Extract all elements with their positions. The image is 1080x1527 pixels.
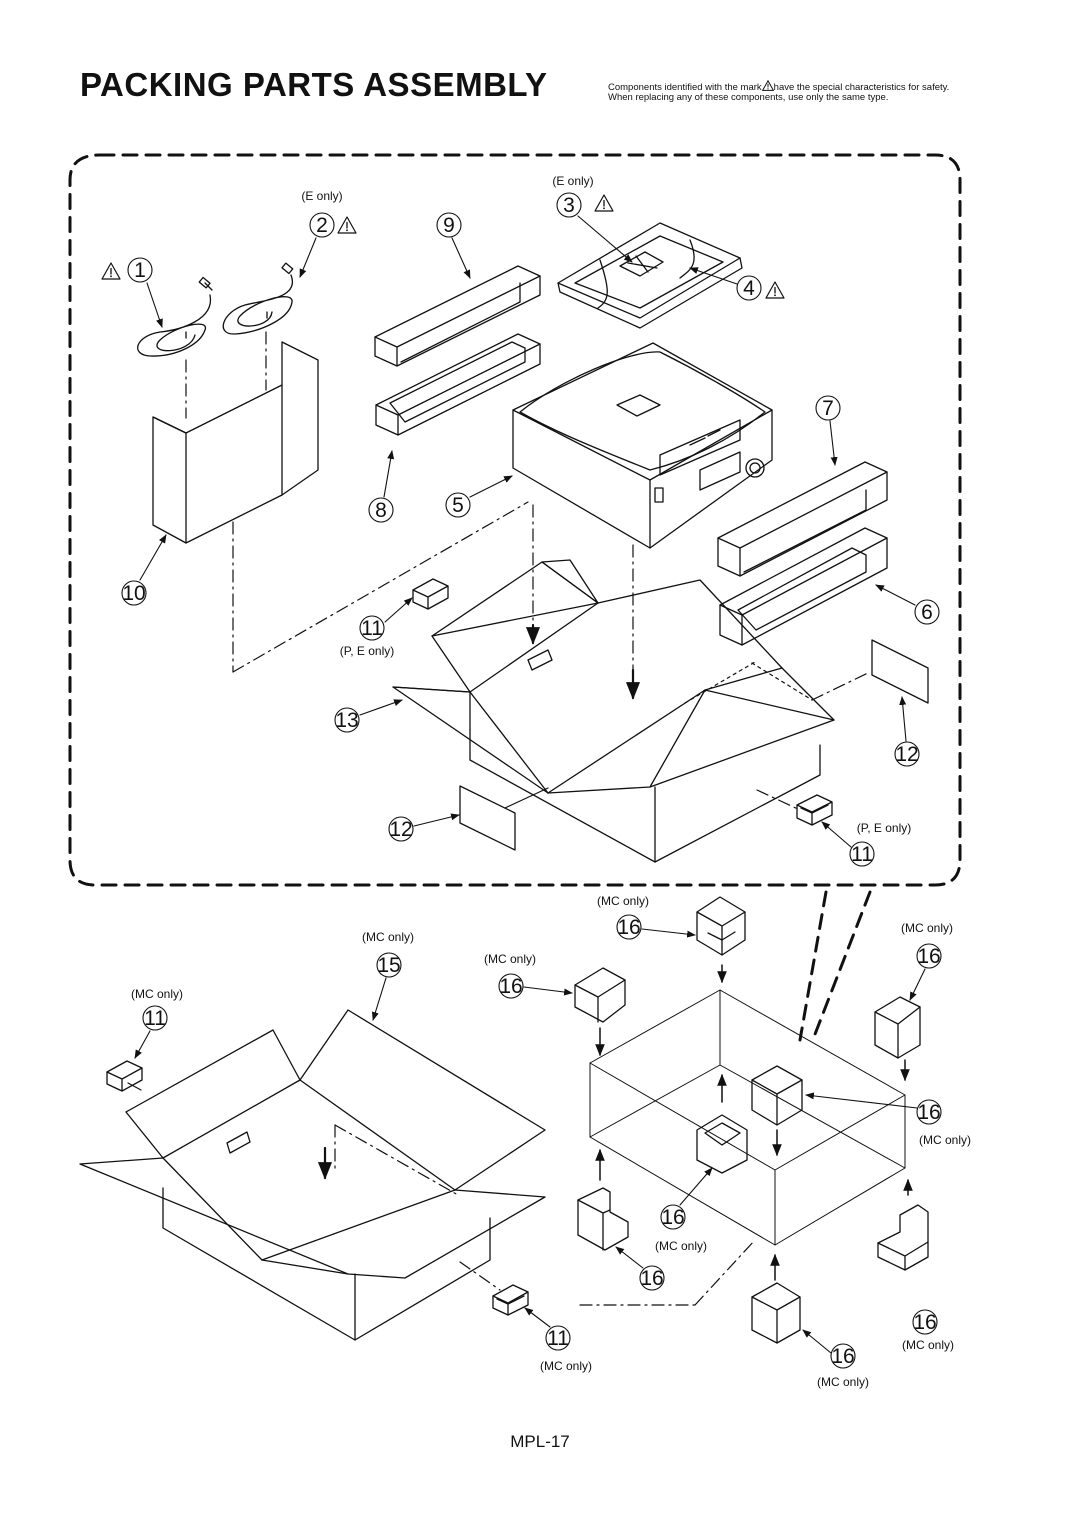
label-mc-only: (MC only) xyxy=(484,952,536,966)
label-pe-only: (P, E only) xyxy=(857,821,911,835)
cushion-block xyxy=(492,1284,529,1316)
callout-15: 15 xyxy=(377,954,400,977)
callout-4: 4 xyxy=(743,277,755,300)
corner-pad-16-center-a xyxy=(751,1065,803,1126)
main-unit xyxy=(512,342,773,549)
label-mc-only: (MC only) xyxy=(540,1359,592,1373)
callout-13: 13 xyxy=(335,709,358,732)
foam-pad-8 xyxy=(375,333,541,436)
callout-12: 12 xyxy=(895,743,918,766)
cushion-block xyxy=(106,1060,143,1092)
callout-16: 16 xyxy=(831,1345,854,1368)
label-mc-only: (MC only) xyxy=(655,1239,707,1253)
power-cord-1 xyxy=(137,276,213,357)
callout-3: 3 xyxy=(563,194,575,217)
foam-pad-6 xyxy=(719,527,888,646)
foam-pad-7 xyxy=(717,461,888,577)
callout-16: 16 xyxy=(640,1267,663,1290)
callout-16: 16 xyxy=(917,945,940,968)
label-mc-only: (MC only) xyxy=(902,1338,954,1352)
lower-carton xyxy=(79,1009,546,1341)
callout-9: 9 xyxy=(443,214,455,237)
callout-11: 11 xyxy=(361,617,383,640)
carton-label xyxy=(871,639,929,704)
cushion-block xyxy=(412,578,449,610)
callout-5: 5 xyxy=(452,494,464,517)
callout-16: 16 xyxy=(617,916,640,939)
corner-pad-16-top xyxy=(696,896,746,956)
corner-pad-16-bottom-left xyxy=(577,1187,629,1251)
warning-triangle-icon xyxy=(761,80,774,91)
callout-10: 10 xyxy=(122,582,145,605)
foam-pad-9 xyxy=(374,265,541,367)
label-mc-only: (MC only) xyxy=(597,894,649,908)
callout-11: 11 xyxy=(851,843,873,866)
label-mc-only: (MC only) xyxy=(901,921,953,935)
callout-16: 16 xyxy=(913,1311,936,1334)
safety-note-line-1: Components identified with the mark have … xyxy=(608,80,949,93)
safety-note-text-a: Components identified with the mark xyxy=(608,82,762,93)
callout-2: 2 xyxy=(316,214,328,237)
dashed-link-line xyxy=(798,890,828,1042)
label-mc-only: (MC only) xyxy=(919,1133,971,1147)
corner-pad-16-center-b xyxy=(696,1114,748,1174)
callout-16: 16 xyxy=(499,975,522,998)
label-e-only: (E only) xyxy=(552,174,593,188)
dashed-link-line xyxy=(810,890,872,1044)
safety-note-text-b: have the special characteristics for saf… xyxy=(773,82,950,93)
cushion-block xyxy=(796,794,833,826)
callout-7: 7 xyxy=(822,397,834,420)
callout-11: 11 xyxy=(144,1007,166,1030)
label-mc-only: (MC only) xyxy=(131,987,183,1001)
label-e-only: (E only) xyxy=(301,189,342,203)
instruction-bag xyxy=(557,222,743,329)
safety-note-line-2: When replacing any of these components, … xyxy=(608,92,889,103)
page-code: MPL-17 xyxy=(510,1432,570,1451)
carton-label xyxy=(459,785,516,851)
corner-pad-16-left xyxy=(574,967,626,1023)
callout-11: 11 xyxy=(547,1327,569,1350)
label-mc-only: (MC only) xyxy=(362,930,414,944)
cardboard-sleeve xyxy=(152,341,319,544)
corner-pad-16-bottom xyxy=(751,1282,801,1344)
callout-12: 12 xyxy=(389,818,412,841)
page-title: PACKING PARTS ASSEMBLY xyxy=(80,66,548,103)
callout-8: 8 xyxy=(375,499,387,522)
corner-pad-16-bottom-right xyxy=(877,1204,929,1271)
callout-6: 6 xyxy=(921,601,933,624)
corner-pad-16-right xyxy=(874,996,921,1059)
upper-carton xyxy=(392,559,835,863)
dashed-group-border xyxy=(68,153,962,887)
label-mc-only: (MC only) xyxy=(817,1375,869,1389)
callout-16: 16 xyxy=(917,1101,940,1124)
power-cord-2 xyxy=(222,262,294,335)
callout-1: 1 xyxy=(134,259,146,282)
label-pe-only: (P, E only) xyxy=(340,644,394,658)
callout-16: 16 xyxy=(661,1206,684,1229)
mc-wireframe-box xyxy=(589,989,906,1246)
